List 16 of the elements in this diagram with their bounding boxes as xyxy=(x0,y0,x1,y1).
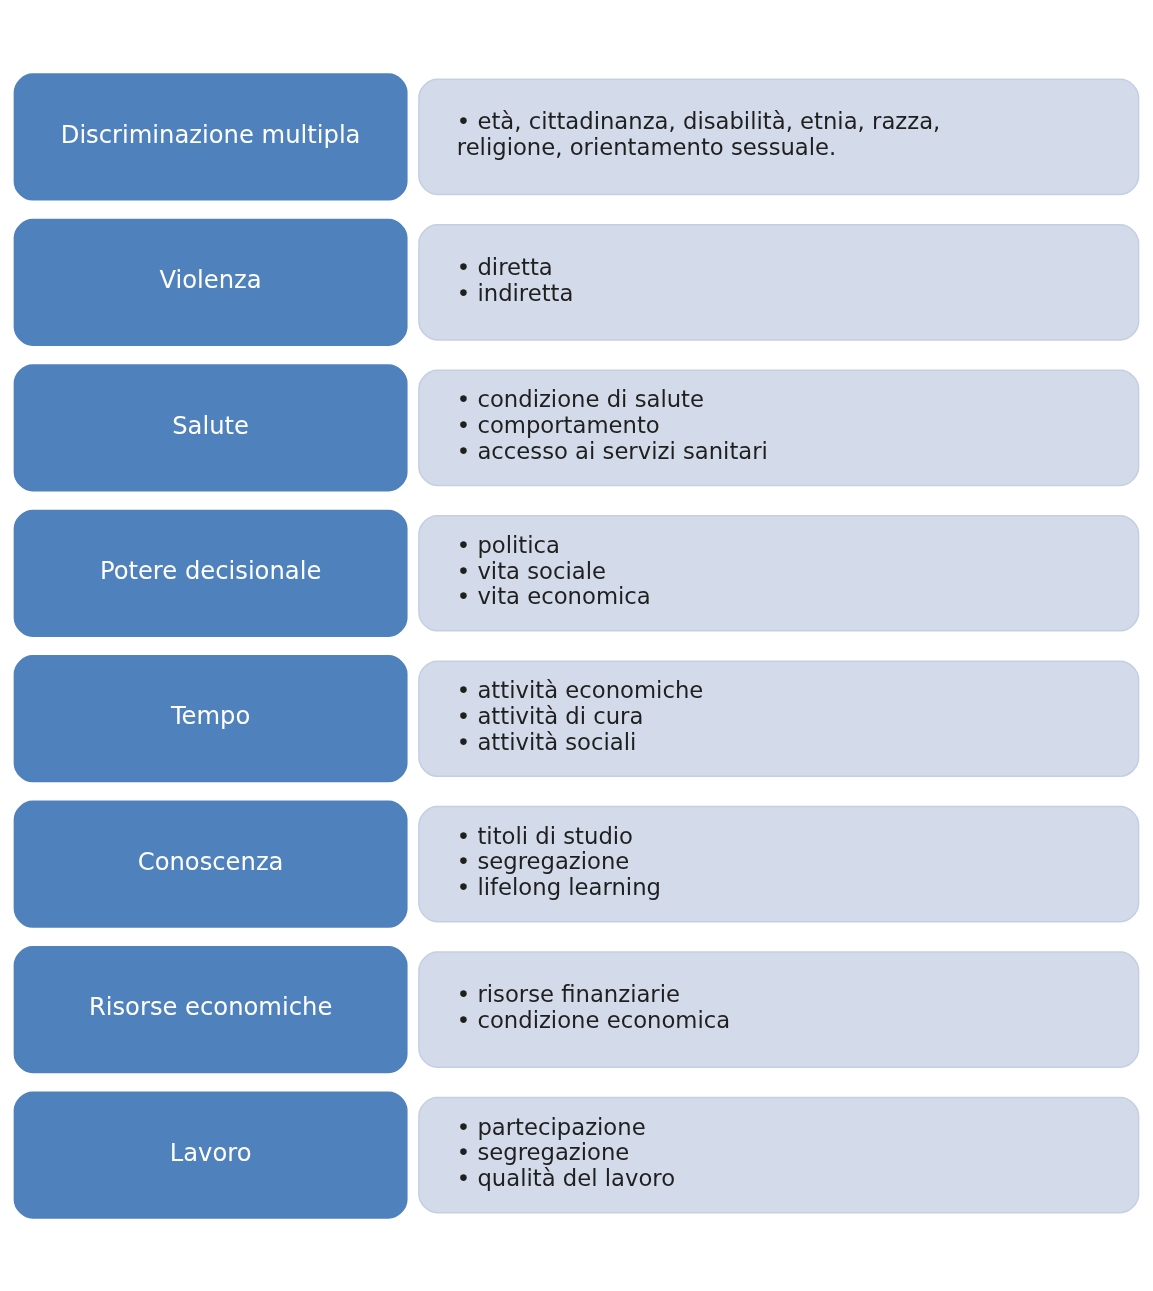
node-box: Violenza xyxy=(13,218,408,346)
node-box: Tempo xyxy=(13,654,408,782)
node-box: • attività economiche • attività di cura • attività sociali xyxy=(418,659,1140,777)
node-box: • titoli di studio • segregazione • lifelong learning xyxy=(418,805,1140,922)
node-box: Risorse economiche xyxy=(13,945,408,1073)
node-box: • politica • vita sociale • vita economica xyxy=(418,514,1140,632)
node-box: • risorse finanziarie • condizione economica xyxy=(418,950,1140,1068)
node-box: Discriminazione multipla xyxy=(13,72,408,201)
node-box: Lavoro xyxy=(13,1090,408,1219)
node-box: Salute xyxy=(13,363,408,491)
node-box: • diretta • indiretta xyxy=(418,223,1140,341)
node-box: Potere decisionale xyxy=(13,509,408,637)
node-box: Conoscenza xyxy=(13,800,408,928)
node-box: • partecipazione • segregazione • qualità del lavoro xyxy=(418,1096,1140,1213)
node-box: • età, cittadinanza, disabilità, etnia, razza, religione, orientamento sessuale. xyxy=(418,78,1140,195)
node-box: • condizione di salute • comportamento • accesso ai servizi sanitari xyxy=(418,369,1140,486)
